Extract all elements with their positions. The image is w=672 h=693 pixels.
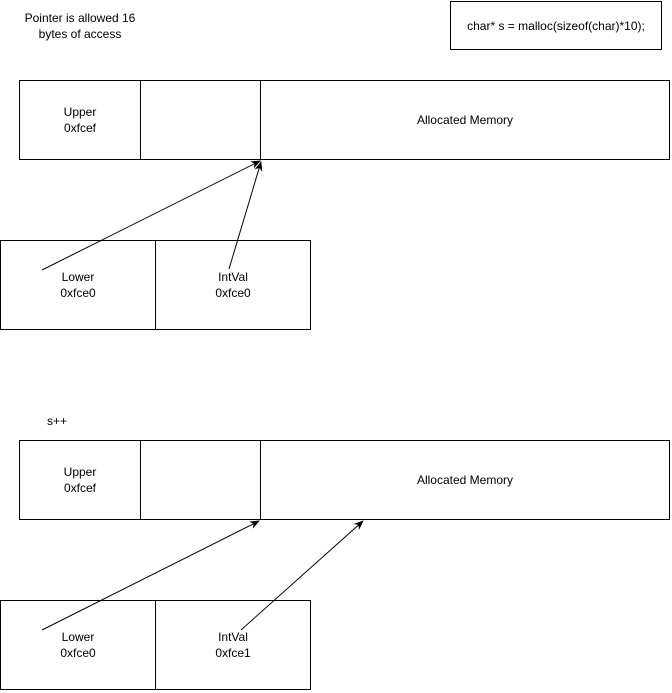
upper-label-2: Upper bbox=[63, 465, 97, 479]
lower-box-1: Lower 0xfce0 bbox=[0, 240, 156, 330]
upper-box-2: Upper 0xfcef bbox=[19, 440, 141, 520]
intval-label-1: IntVal bbox=[218, 270, 248, 284]
increment-label: s++ bbox=[47, 414, 68, 428]
code-box: char* s = malloc(sizeof(char)*10); bbox=[450, 1, 662, 50]
access-note-line1: Pointer is allowed 16 bbox=[24, 11, 136, 25]
code-text: char* s = malloc(sizeof(char)*10); bbox=[467, 18, 645, 33]
lower-addr-2: 0xfce0 bbox=[60, 646, 96, 660]
upper-box-1: Upper 0xfcef bbox=[19, 80, 141, 160]
upper-addr-2: 0xfcef bbox=[63, 481, 96, 495]
allocated-memory-2: Allocated Memory bbox=[260, 440, 670, 520]
intval-box-2: IntVal 0xfce1 bbox=[155, 600, 311, 690]
lower-label-1: Lower bbox=[61, 270, 95, 284]
intval-box-1: IntVal 0xfce0 bbox=[155, 240, 311, 330]
allocated-memory-label-2: Allocated Memory bbox=[416, 473, 514, 487]
intval-label-2: IntVal bbox=[218, 630, 248, 644]
lower-box-2: Lower 0xfce0 bbox=[0, 600, 156, 690]
intval-addr-1: 0xfce0 bbox=[215, 286, 251, 300]
gap-cell-2 bbox=[140, 440, 261, 520]
allocated-memory-label-1: Allocated Memory bbox=[416, 113, 514, 127]
allocated-memory-1: Allocated Memory bbox=[260, 80, 670, 160]
upper-label-1: Upper bbox=[63, 105, 97, 119]
lower-addr-1: 0xfce0 bbox=[60, 286, 96, 300]
access-note: Pointer is allowed 16 bytes of access bbox=[10, 10, 150, 42]
lower-label-2: Lower bbox=[61, 630, 95, 644]
gap-cell-1 bbox=[140, 80, 261, 160]
upper-addr-1: 0xfcef bbox=[63, 121, 96, 135]
intval-addr-2: 0xfce1 bbox=[215, 646, 251, 660]
access-note-line2: bytes of access bbox=[38, 27, 122, 41]
